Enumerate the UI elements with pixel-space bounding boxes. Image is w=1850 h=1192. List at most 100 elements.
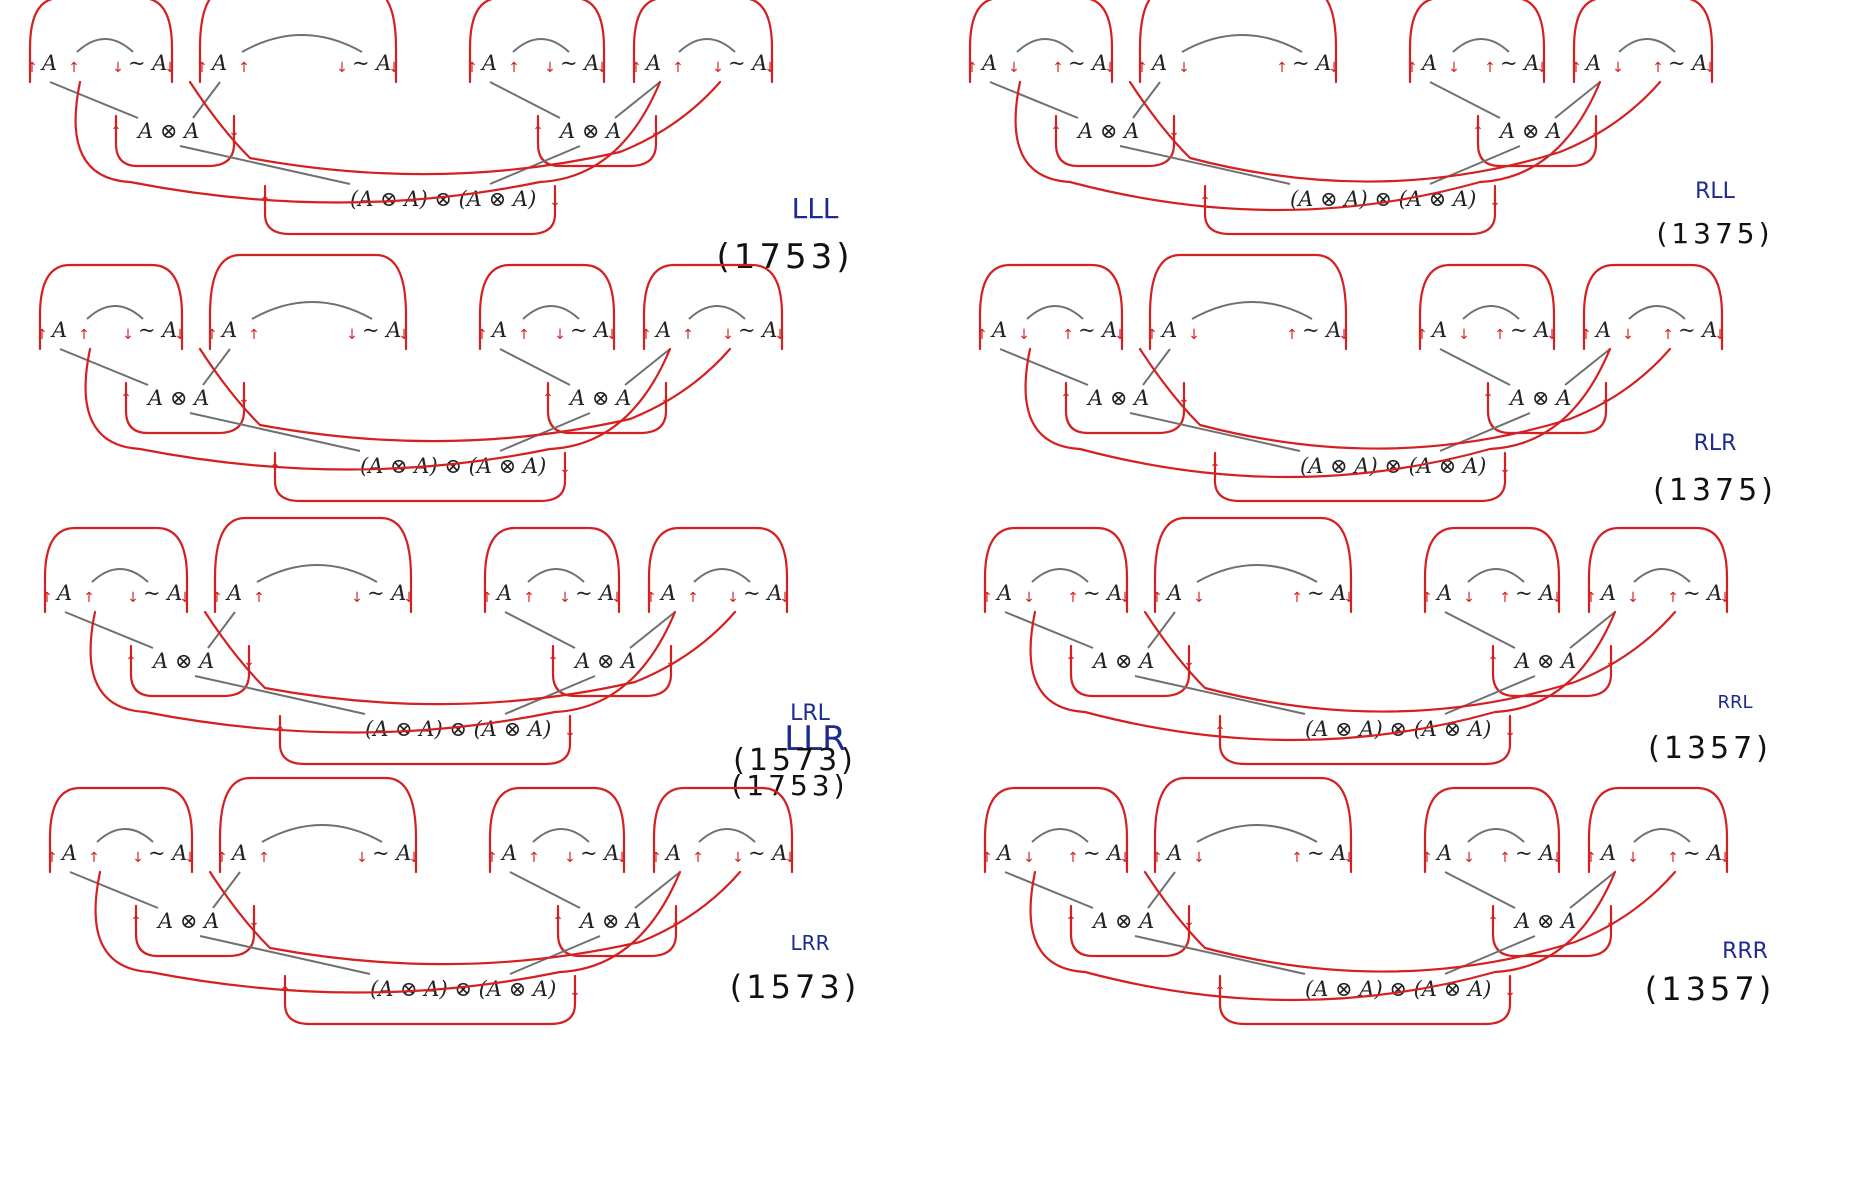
up-arrow-icon: ↑ [46,850,58,866]
axiom-link [532,828,590,843]
panel-code: (1573) [733,743,857,778]
trip-path [94,870,682,994]
atom-neg-a: ~ A [1668,51,1707,75]
axiom-link [1628,305,1686,320]
up-arrow-icon: ↑ [966,60,978,76]
atom-a: A [995,581,1012,605]
panel-code: (1357) [1645,970,1775,1008]
up-arrow-icon: ↑ [26,60,38,76]
down-arrow-icon: ↓ [122,327,134,343]
up-arrow-icon: ↑ [130,914,142,930]
down-arrow-icon: ↓ [727,590,739,606]
panel-code: (1753) [731,769,848,802]
up-arrow-icon: ↑ [672,60,684,76]
par-link [1142,348,1171,386]
down-arrow-icon: ↓ [1719,590,1731,606]
axiom-link [1031,828,1089,843]
switching-loop [1587,526,1729,614]
trip-path [1024,347,1612,479]
panel-code: (1357) [1648,731,1772,766]
node-loop [1064,381,1186,435]
tensor-node: A ⊗ A [146,386,209,410]
down-arrow-icon: ↓ [1183,914,1195,930]
panel-lrl: A~ A↑↓↑↓A~ A↑↓↑↓A~ A↑↓↑↓A~ A↑↓↑↓A ⊗ A↑↓A… [41,516,857,778]
atom-a: A [60,841,77,865]
down-arrow-icon: ↓ [1590,124,1602,140]
atom-a: A [480,51,497,75]
tensor-link [1129,412,1301,452]
down-arrow-icon: ↓ [1504,724,1516,740]
node-loop [114,114,236,168]
switching-loop [1408,0,1546,84]
par-link [634,871,681,909]
trip-path [1138,347,1672,450]
down-arrow-icon: ↓ [228,124,240,140]
atom-neg-a: ~ A [1678,318,1717,342]
up-arrow-icon: ↑ [110,124,122,140]
down-arrow-icon: ↓ [346,327,358,343]
switching-loop [1582,263,1724,351]
par-link [999,348,1089,386]
atom-neg-a: ~ A [1683,581,1722,605]
panel-code: (1375) [1656,217,1773,250]
up-arrow-icon: ↑ [1067,590,1079,606]
par-link [1554,81,1601,119]
tensor-link [199,935,371,975]
up-arrow-icon: ↑ [542,391,554,407]
down-arrow-icon: ↓ [132,850,144,866]
trip-path [1143,870,1677,973]
root-loop [263,184,557,236]
tensor-node: A ⊗ A [558,119,621,143]
par-link [1132,81,1161,119]
atom-neg-a: ~ A [570,318,609,342]
down-arrow-icon: ↓ [184,850,196,866]
down-arrow-icon: ↓ [650,124,662,140]
down-arrow-icon: ↓ [564,724,576,740]
axiom-link [527,568,585,583]
switching-loop [28,0,174,84]
up-arrow-icon: ↑ [645,590,657,606]
down-arrow-icon: ↓ [1183,654,1195,670]
switching-loop [213,516,413,614]
par-link [989,81,1079,119]
down-arrow-icon: ↓ [336,60,348,76]
up-arrow-icon: ↑ [1065,654,1077,670]
atom-a: A [50,318,67,342]
atom-a: A [980,51,997,75]
up-arrow-icon: ↑ [976,327,988,343]
down-arrow-icon: ↓ [1114,327,1126,343]
atom-neg-a: ~ A [580,841,619,865]
atom-neg-a: ~ A [143,581,182,605]
down-arrow-icon: ↓ [564,850,576,866]
node-loop [1069,644,1191,698]
up-arrow-icon: ↑ [1421,850,1433,866]
axiom-link [256,564,378,583]
axiom-link [1633,568,1691,583]
up-arrow-icon: ↑ [258,850,270,866]
panel-rll: A~ A↑↓↓↑A~ A↑↓↓↑A~ A↑↓↓↑A~ A↑↓↓↑A ⊗ A↑↓A… [966,0,1773,250]
down-arrow-icon: ↓ [1458,327,1470,343]
down-arrow-icon: ↓ [1193,590,1205,606]
atom-a: A [1599,581,1616,605]
up-arrow-icon: ↑ [1060,391,1072,407]
tensor-node: A ⊗ A [578,909,641,933]
axiom-link [86,305,144,320]
par-link [1564,348,1611,386]
atom-neg-a: ~ A [1683,841,1722,865]
up-arrow-icon: ↑ [83,590,95,606]
down-arrow-icon: ↓ [774,327,786,343]
up-arrow-icon: ↑ [981,850,993,866]
atom-a: A [1584,51,1601,75]
up-arrow-icon: ↑ [1067,850,1079,866]
up-arrow-icon: ↑ [1421,590,1433,606]
axiom-link [1016,38,1074,53]
root-loop [1203,184,1497,236]
atom-a: A [644,51,661,75]
axiom-link [1026,305,1084,320]
tensor-node: A ⊗ A [1076,119,1139,143]
down-arrow-icon: ↓ [1119,850,1131,866]
tensor-link [489,145,581,185]
atom-a: A [55,581,72,605]
up-arrow-icon: ↑ [1136,60,1148,76]
